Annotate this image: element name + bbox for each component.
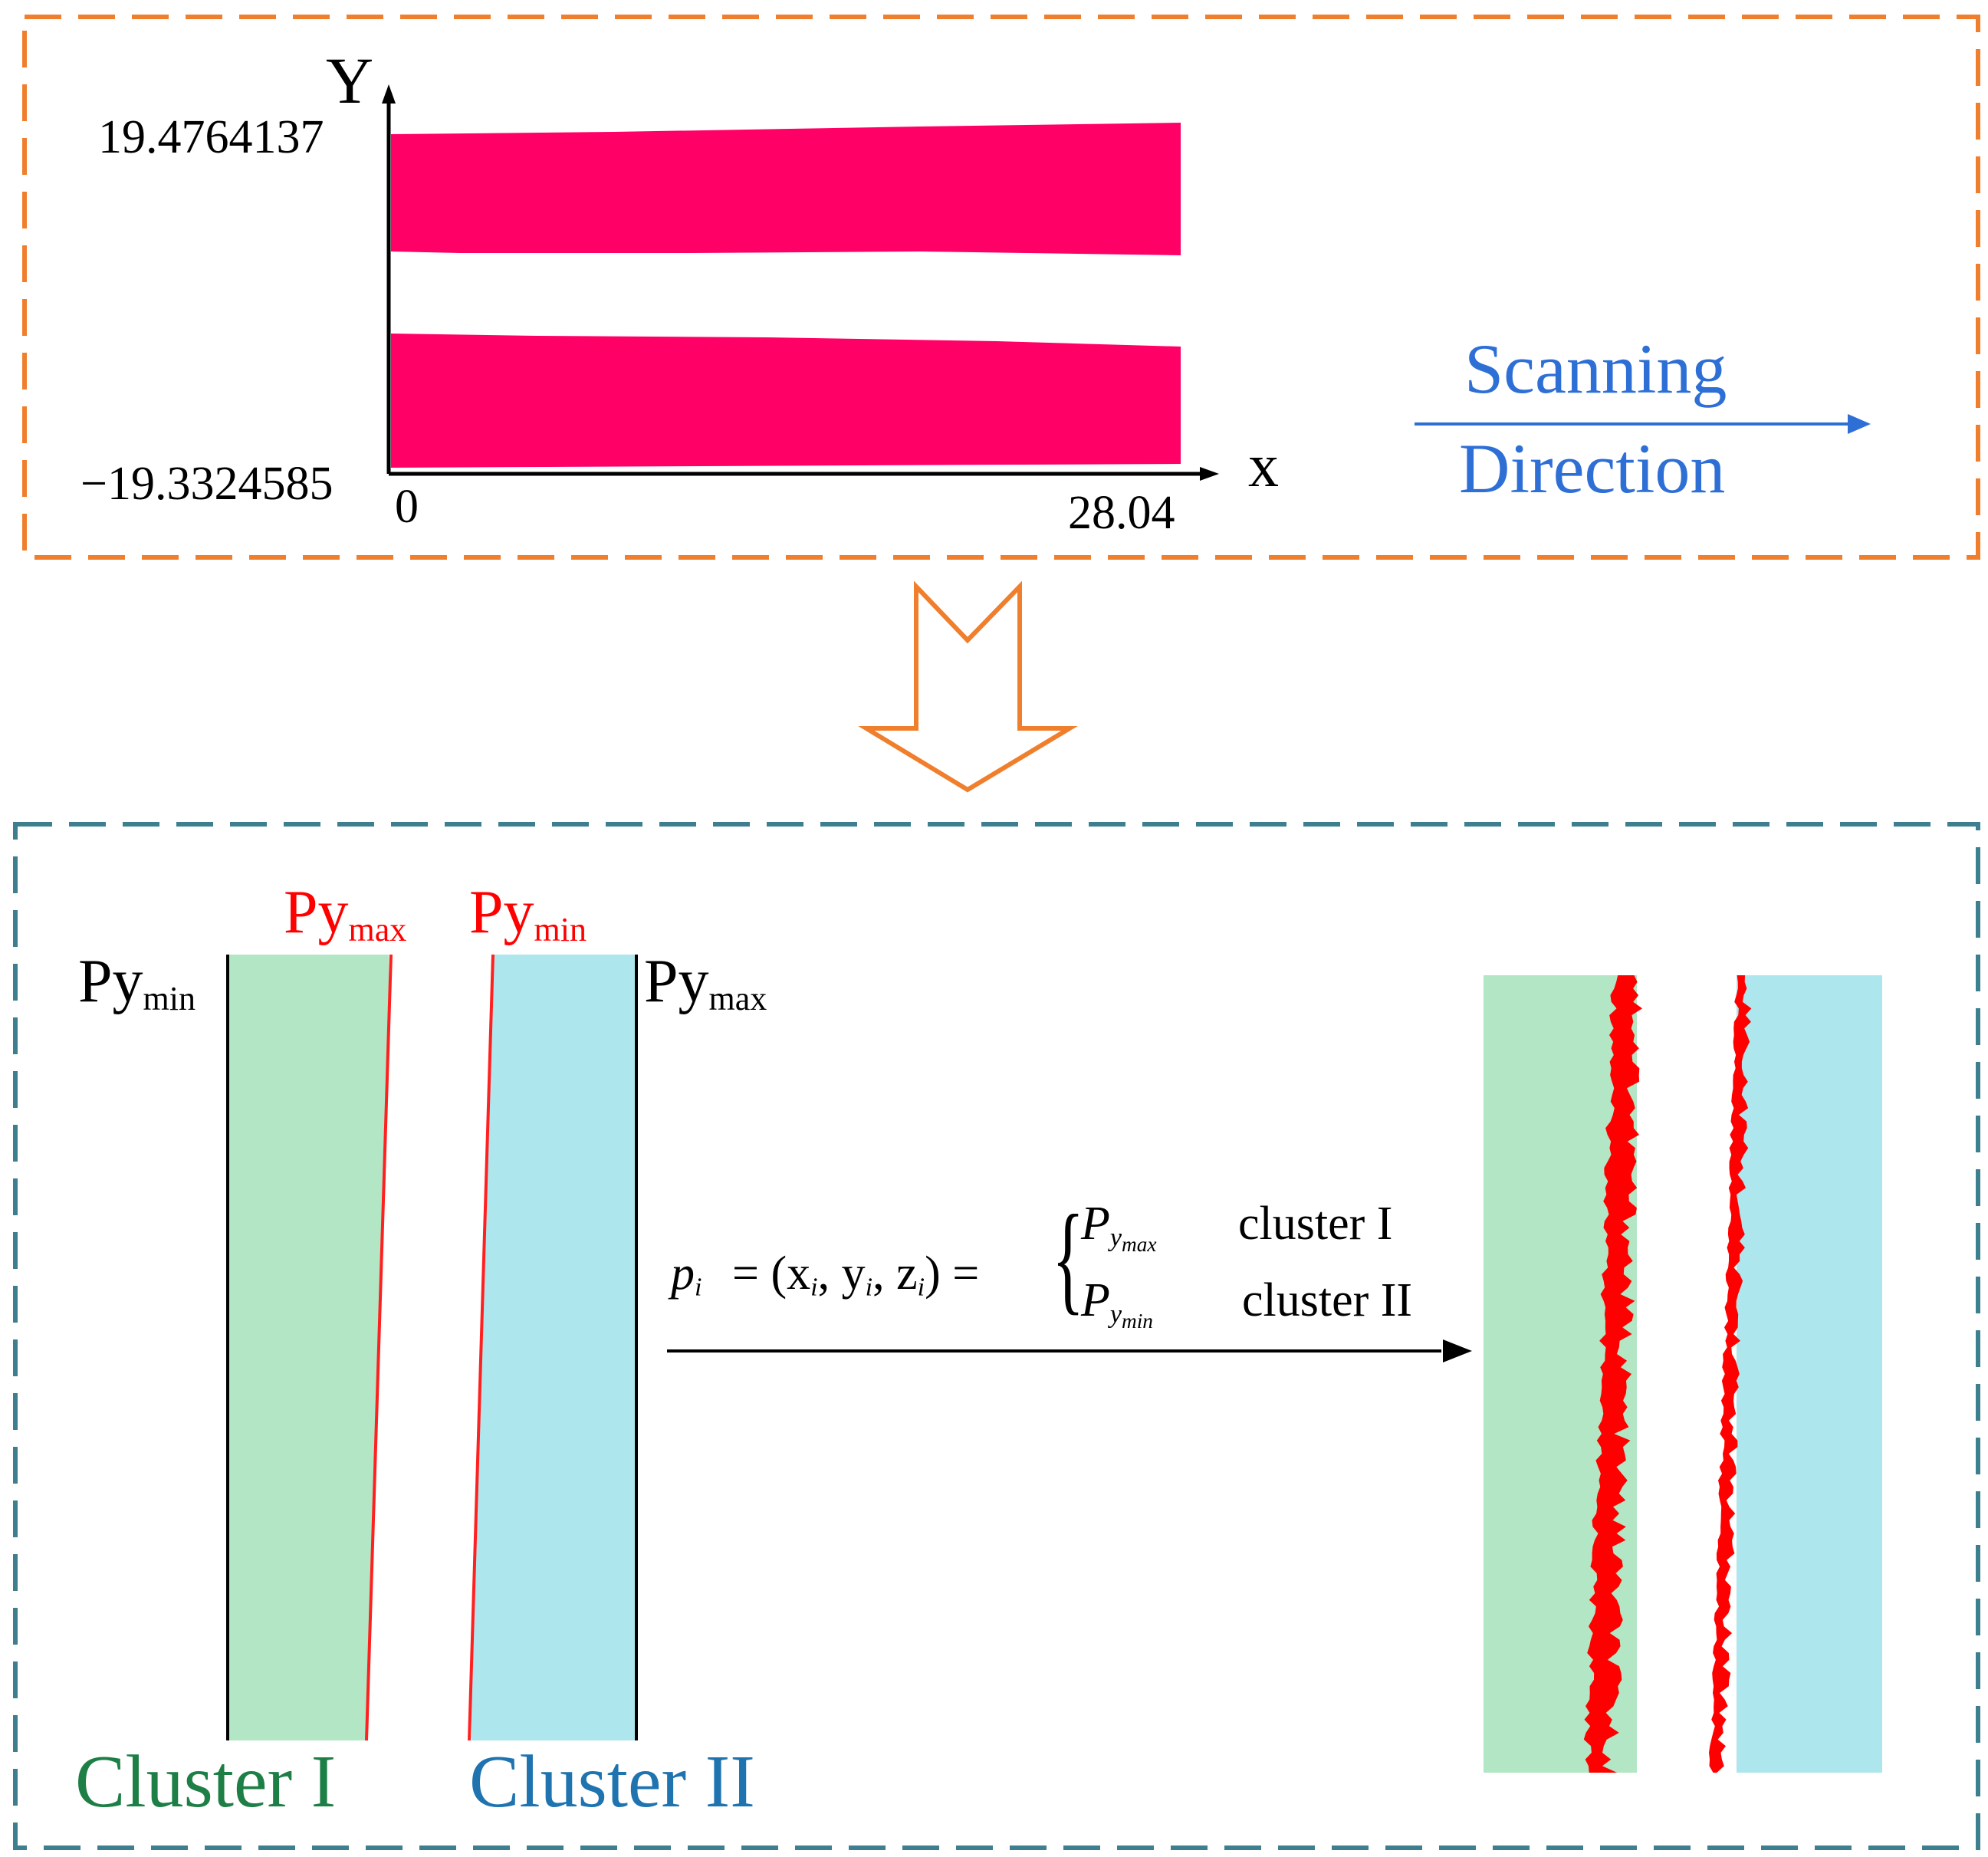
mapping-arrowhead [1443,1339,1472,1362]
cluster-1-pymin-label: Pymin [78,951,196,1016]
x-min-tick: 0 [395,481,419,533]
formula-y-sub: i [865,1273,873,1302]
cluster-2-region [472,955,636,1740]
formula-lhs: pi [671,1250,702,1301]
cluster-2-label: Cluster II [469,1740,755,1823]
y-max-tick: 19.4764137 [98,111,324,163]
cluster-2-min-fit-line [468,954,495,1741]
cluster-1-label: Cluster I [75,1740,337,1823]
cluster-2-pymin-label: Pymin [469,882,587,947]
formula-z-sub: i [917,1273,925,1302]
formula-case-2-cluster: cluster II [1242,1274,1413,1326]
lower-point-stripe [391,334,1181,468]
result-cluster-2-boundary-points [1709,975,1752,1773]
formula-middle: = (xi, yi, zi) = [732,1247,980,1302]
formula-eq: = (x [732,1247,811,1300]
formula-case-1-y-text: y [1109,1223,1122,1252]
y-axis-label: Y [326,44,374,117]
cluster-1-pymax-sub: max [348,911,407,948]
formula-x-sub: i [810,1273,818,1302]
formula-case-1-sub: max [1122,1232,1157,1256]
formula-case-2-y-text: y [1109,1300,1122,1329]
y-axis-arrowhead [382,84,396,104]
result-cluster-2-region [1737,975,1882,1773]
upper-point-stripe [391,123,1181,255]
formula-lhs-p: p [671,1247,695,1300]
scanning-label: Scanning [1464,330,1727,408]
cluster-1-region [228,955,389,1740]
bottom-panel-border [13,822,1980,1850]
x-axis-label: x [1248,432,1279,500]
formula-case-2: Pymin [1081,1277,1153,1332]
result-cluster-1-boundary-points [1583,975,1643,1773]
cluster-2-pymax-label: Pymax [644,951,767,1016]
formula-brace: { [1052,1189,1085,1326]
cluster-1-pymin-py: Py [78,948,143,1015]
formula-case-1-cluster: cluster I [1238,1198,1393,1250]
cluster-1-pymax-label: Pymax [284,882,406,947]
x-axis-arrowhead [1200,467,1219,481]
formula-case-2-P: P [1081,1274,1110,1326]
formula-case-1-P: P [1081,1198,1110,1250]
y-min-tick: −19.3324585 [81,458,334,510]
cluster-1-pymax-py: Py [284,879,349,946]
formula-case-2-y: ymin [1109,1300,1153,1333]
scan-direction-arrowhead [1848,414,1871,434]
cluster-1-max-fit-line [365,954,393,1741]
top-panel-border [22,15,1980,560]
cluster-2-pymin-sub: min [534,911,587,948]
down-flow-arrow [858,580,1078,793]
cluster-1-pymin-sub: min [143,980,196,1017]
formula-lhs-sub: i [695,1273,702,1302]
x-max-tick: 28.04 [1068,487,1175,539]
formula-case-2-sub: min [1122,1309,1153,1333]
direction-label: Direction [1459,429,1726,508]
formula-case-1-y: ymax [1109,1223,1157,1256]
formula-case-1: Pymax [1081,1200,1156,1255]
cluster-2-pymax-py: Py [644,948,709,1015]
cluster-2-pymax-sub: max [708,980,767,1017]
cluster-2-pymin-py: Py [469,879,534,946]
